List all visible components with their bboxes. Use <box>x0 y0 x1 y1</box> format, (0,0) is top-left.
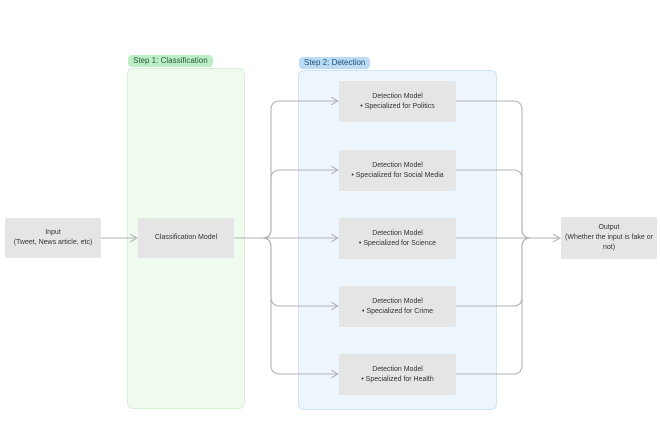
detector-node-science: Detection Model Specialized for Science <box>339 218 456 259</box>
detector-node-social-media: Detection Model Specialized for Social M… <box>339 150 456 191</box>
edge-from-detector-social-media <box>456 169 532 239</box>
detector-specialization: Specialized for Politics <box>360 102 435 112</box>
classification-model-title: Classification Model <box>154 234 218 241</box>
detector-specialization: Specialized for Crime <box>362 307 433 317</box>
detector-title: Detection Model <box>372 92 423 100</box>
output-node: Output (Whether the input is fake or not… <box>561 217 657 259</box>
input-node: Input (Tweet, News article, etc) <box>5 218 101 258</box>
detector-node-politics: Detection Model Specialized for Politics <box>339 81 456 122</box>
output-title: Output <box>598 224 620 231</box>
detector-title: Detection Model <box>372 229 423 237</box>
edge-from-detector-crime <box>456 237 532 307</box>
detection-stage-label: Step 2: Detection <box>299 57 371 69</box>
detector-title: Detection Model <box>372 161 423 169</box>
edge-to-detector-crime <box>261 237 338 306</box>
edge-to-detector-health <box>261 237 338 374</box>
classification-stage-label: Step 1: Classification <box>128 55 213 67</box>
detector-specialization: Specialized for Social Media <box>351 171 444 181</box>
detector-node-crime: Detection Model Specialized for Crime <box>339 286 456 327</box>
output-subtitle: (Whether the input is fake or not) <box>565 234 653 251</box>
detector-specialization: Specialized for Health <box>361 375 434 385</box>
classification-model-node: Classification Model <box>138 218 234 258</box>
edge-from-detector-health <box>456 237 532 375</box>
detector-node-health: Detection Model Specialized for Health <box>339 354 456 395</box>
edge-to-detector-social-media <box>261 170 338 239</box>
input-subtitle: (Tweet, News article, etc) <box>13 239 93 246</box>
detector-specialization: Specialized for Science <box>359 239 436 249</box>
input-title: Input <box>45 229 61 236</box>
detector-title: Detection Model <box>372 297 423 305</box>
detector-title: Detection Model <box>372 365 423 373</box>
